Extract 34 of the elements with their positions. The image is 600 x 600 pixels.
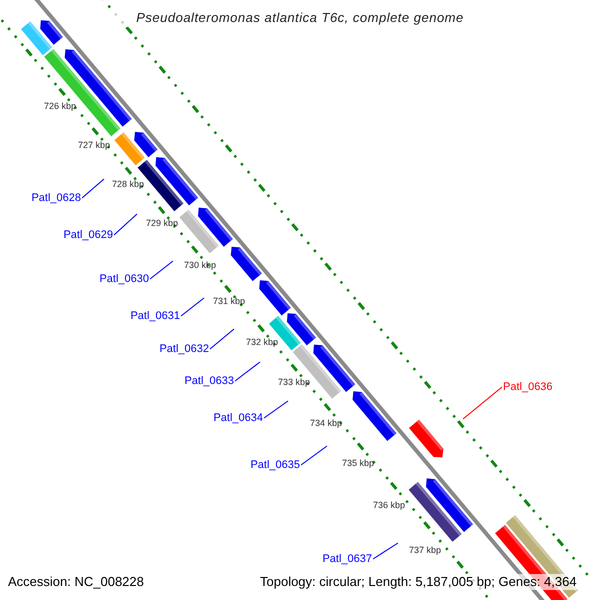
gene-label: Patl_0637	[322, 552, 372, 566]
gene-label: Patl_0630	[99, 272, 149, 286]
position-label: 726 kbp	[44, 101, 76, 112]
gene-label: Patl_0634	[213, 411, 263, 425]
gene-label: Patl_0628	[31, 191, 81, 205]
gene-label: Patl_0635	[250, 458, 300, 472]
position-label: 727 kbp	[78, 140, 110, 151]
genome-info-text: Topology: circular; Length: 5,187,005 bp; Genes: 4,364	[260, 574, 577, 590]
position-label: 734 kbp	[310, 418, 342, 429]
position-label: 728 kbp	[112, 179, 144, 190]
leader-line	[180, 298, 204, 316]
leader-line	[372, 542, 398, 560]
leader-line	[234, 362, 260, 382]
leader-line	[210, 328, 234, 350]
position-label: 736 kbp	[373, 500, 406, 511]
position-label: 731 kbp	[213, 296, 246, 307]
leader-line	[150, 260, 174, 280]
position-label: 732 kbp	[246, 337, 278, 348]
position-label: 735 kbp	[342, 458, 374, 469]
gene-label: Patl_0636	[503, 380, 553, 394]
position-label: 730 kbp	[184, 260, 216, 271]
leader-line	[300, 446, 328, 466]
gene-label: Patl_0633	[184, 374, 234, 388]
gene-label: Patl_0632	[159, 342, 209, 356]
leader-line	[82, 178, 104, 198]
position-label: 733 kbp	[278, 377, 310, 388]
gene-label: Patl_0629	[63, 228, 113, 242]
position-label: 737 kbp	[409, 545, 442, 556]
genome-info-text: Accession: NC_008228	[8, 574, 144, 590]
position-label: 729 kbp	[146, 218, 178, 229]
gene-label: Patl_0631	[130, 309, 180, 323]
leader-line	[264, 400, 288, 418]
leader-line	[114, 214, 138, 236]
leader-line	[462, 386, 502, 420]
